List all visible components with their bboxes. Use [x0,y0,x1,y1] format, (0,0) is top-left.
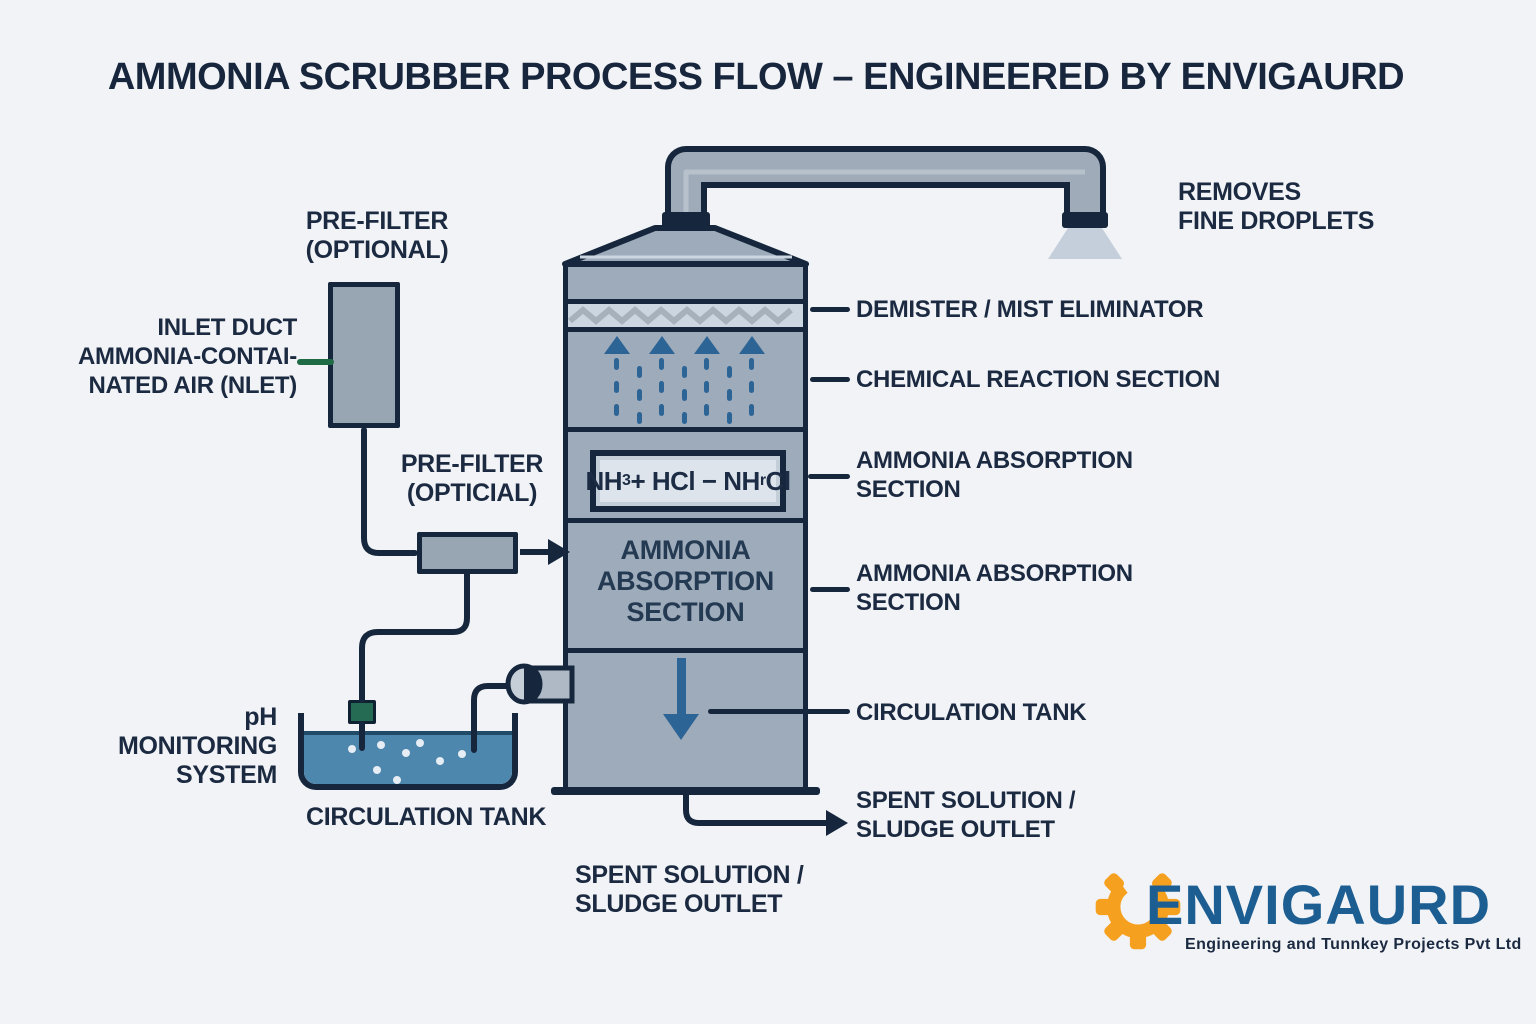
downflow-arrow-icon [677,658,686,714]
bubble-icon [458,750,466,758]
ph-monitoring-label: pH MONITORING SYSTEM [117,703,277,789]
gear-icon [1095,873,1181,950]
ammonia-absorption-label-1: AMMONIA ABSORPTION SECTION [856,447,1133,503]
spray-droplet-icon [749,358,754,370]
section-divider [568,299,803,304]
sludge-drain-pipe [683,790,831,826]
duct-highlight [683,169,1085,214]
ammonia-absorption-section-text: AMMONIA ABSORPTION SECTION [596,535,774,627]
section-divider [568,518,803,523]
upflow-arrow-icon [739,336,765,354]
bubble-icon [348,745,356,753]
spray-droplet-icon [726,412,732,424]
leader-line-chemical [810,377,850,382]
column-neck-flange [662,212,710,228]
spray-droplet-icon [636,366,642,378]
bubble-icon [373,766,381,774]
leader-line-absorption1 [808,474,850,479]
spent-solution-bottom-label: SPENT SOLUTION / SLUDGE OUTLET [575,861,804,918]
leader-line-absorption2 [810,587,850,592]
spent-solution-right-label: SPENT SOLUTION / SLUDGE OUTLET [856,787,1076,843]
tank-to-column-pipe [471,683,509,753]
prefilter1-to-prefilter2-pipe [361,427,418,556]
spray-droplet-icon [614,381,619,393]
section-divider [568,648,803,653]
spray-droplet-icon [704,404,709,416]
leader-line-circulation [708,709,850,714]
chemical-reaction-label: CHEMICAL REACTION SECTION [856,366,1221,393]
upflow-arrow-icon [649,336,675,354]
prefilter-opticial-label: PRE-FILTER (OPTICIAL) [400,450,544,507]
spray-droplet-icon [681,366,687,378]
pre-filter-optional-box [328,282,400,428]
circulation-tank-label: CIRCULATION TANK [306,803,547,831]
prefilter-optional-label: PRE-FILTER (OPTIONAL) [305,207,449,264]
logo-tagline: Engineering and Tunnkey Projects Pvt Ltd [1185,936,1522,953]
spray-droplet-icon [681,389,687,401]
spray-droplet-icon [614,404,619,416]
flow-arrowhead-icon [548,539,570,565]
diagram-title: AMMONIA SCRUBBER PROCESS FLOW – ENGINEER… [107,56,1405,98]
downflow-arrow-icon [663,714,699,740]
formula-text: Cl [765,465,792,496]
leader-line-demister [810,307,850,312]
prefilter2-to-sensor-pipe [359,571,470,703]
logo-wordmark: ENVIGAURD [1146,873,1492,936]
section-divider [568,427,803,432]
bubble-icon [416,739,424,747]
demister-label: DEMISTER / MIST ELIMINATOR [856,296,1204,323]
bubble-icon [393,776,401,784]
removes-fine-droplets-label: REMOVES FINE DROPLETS [1178,178,1375,235]
spray-droplet-icon [614,358,619,370]
tank-liquid [304,731,512,784]
chemical-reaction-section [568,332,803,427]
circulation-tank-right-label: CIRCULATION TANK [856,699,1087,726]
upflow-arrow-icon [694,336,720,354]
flow-arrowhead-icon [826,810,848,836]
spray-droplet-icon [749,381,754,393]
spray-droplet-icon [681,412,687,424]
bubble-icon [402,749,410,757]
formula-text: NH [585,465,623,496]
bubble-icon [377,741,385,749]
spray-droplet-icon [749,404,754,416]
spray-droplet-icon [636,389,642,401]
demister-mist-eliminator-band [568,304,803,327]
spray-droplet-icon [726,366,732,378]
spray-droplet-icon [726,389,732,401]
formula-text: + HCl − NH [630,465,760,496]
spray-droplet-icon [659,381,664,393]
spray-droplet-icon [704,358,709,370]
spray-droplet-icon [659,358,664,370]
bubble-icon [436,757,444,765]
ammonia-absorption-label-2: AMMONIA ABSORPTION SECTION [856,560,1133,616]
inlet-duct-label: INLET DUCT AMMONIA-CONTAI- NATED AIR (NL… [77,314,297,399]
spray-droplet-icon [659,404,664,416]
spray-droplet-icon [704,381,709,393]
circulation-tank [298,713,518,790]
spray-droplet-icon [636,412,642,424]
pipe-end-shadow [524,668,538,700]
section-divider [568,327,803,332]
spray-nozzle-icon [1048,228,1122,259]
demister-zigzag-icon [568,306,793,325]
nozzle-flange [1062,212,1108,228]
upflow-arrow-icon [604,336,630,354]
